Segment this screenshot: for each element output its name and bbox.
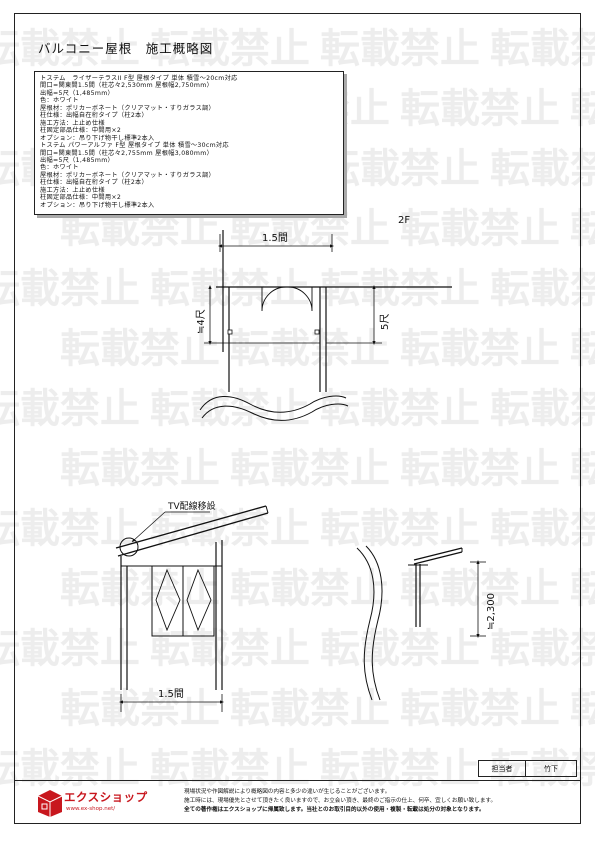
plan-width-label: 1.5間	[262, 232, 288, 244]
side-view: ≒2,300	[356, 545, 497, 701]
watermark-text: 転載禁止	[570, 326, 595, 372]
page-title: バルコニー屋根 施工概略図	[38, 41, 214, 56]
tv-relocation-label: TV配線移設	[167, 500, 216, 512]
watermark-text: 転載禁止	[150, 746, 310, 792]
floor-label: 2F	[398, 215, 410, 226]
spec-line: 屋根材：ポリカーボネート（クリアマット・すりガラス調）	[40, 171, 216, 179]
watermark-text: 転載禁止	[570, 686, 595, 732]
watermark-text: 転載禁止	[570, 206, 595, 252]
ex-shop-logo-icon	[37, 790, 63, 817]
signoff-label: 担当者	[479, 761, 526, 776]
spec-line: 色：ホワイト	[40, 97, 79, 105]
watermark-text: 転載禁止	[0, 266, 140, 312]
watermark-text: 転載禁止	[60, 446, 220, 492]
side-height-label: ≒2,300	[486, 593, 497, 630]
disclaimer-line: 現場状況や作図解説により概略図の内容と多少の違いが生じることがございます。	[184, 789, 391, 795]
spec-line: 出幅=5尺（1,485mm）	[40, 89, 115, 97]
watermark-text: 転載禁止	[570, 86, 595, 132]
watermark-text: 転載禁止	[400, 446, 560, 492]
spec-line: 屋根材：ポリカーボネート（クリアマット・すりガラス調）	[40, 104, 216, 112]
sheet-border	[14, 13, 581, 824]
watermark-text: 転載禁止	[490, 626, 595, 672]
watermark-text: 転載禁止	[490, 26, 595, 72]
spec-line: 柱仕様：出幅自在桁タイプ（柱2本）	[40, 179, 149, 187]
watermark-text: 転載禁止	[490, 746, 595, 792]
plan-depth-left-label: ≒4尺	[195, 309, 207, 334]
watermark-text: 転載禁止	[0, 626, 140, 672]
watermark-text: 転載禁止	[230, 566, 390, 612]
spec-line: 間口=関東間1.5間（柱芯々2,530mm 屋根幅2,750mm）	[40, 82, 214, 90]
watermark-text: 転載禁止	[320, 26, 480, 72]
spec-line: トステム ライザーテラスII F型 屋根タイプ 単体 積雪～20cm対応	[40, 75, 238, 82]
spec-line: 柱固定部品仕様：中間用×2	[40, 127, 122, 135]
spec-line: トステム パワーアルファ F型 屋根タイプ 単体 積雪～30cm対応	[40, 142, 229, 150]
spec-line: オプション：吊り下げ物干し標準2本入	[40, 134, 155, 142]
watermark-text: 転載禁止	[0, 26, 140, 72]
watermark-text: 転載禁止	[490, 386, 595, 432]
watermark-text: 転載禁止	[320, 386, 480, 432]
spec-line: 施工方法：上止め仕様	[40, 186, 105, 194]
spec-line: 色：ホワイト	[40, 164, 79, 172]
brand-url: www.ex-shop.net/	[66, 806, 116, 812]
watermark-text: 転載禁止	[320, 146, 480, 192]
watermark-text: 転載禁止	[230, 446, 390, 492]
disclaimer-line: 施工時には、現場優先とさせて頂きたく良いますので、お立会い頂き、最終のご指示の仕…	[184, 798, 497, 804]
plan-depth-right-label: 5尺	[379, 314, 391, 330]
spec-line: 出幅=5尺（1,485mm）	[40, 156, 115, 164]
footer-divider	[14, 780, 581, 781]
spec-box: トステム ライザーテラスII F型 屋根タイプ 単体 積雪～20cm対応 間口=…	[34, 71, 344, 215]
watermark-text: 転載禁止	[490, 506, 595, 552]
elevation-width-label: 1.5間	[158, 688, 184, 700]
watermark-text: 転載禁止	[400, 206, 560, 252]
watermark-text: 転載禁止	[320, 746, 480, 792]
watermark-text: 転載禁止	[0, 386, 140, 432]
watermark-text: 転載禁止	[150, 626, 310, 672]
watermark-text: 転載禁止	[150, 506, 310, 552]
watermark-text: 転載禁止	[60, 326, 220, 372]
watermark-text: 転載禁止	[60, 686, 220, 732]
watermark-text: 転載禁止	[400, 566, 560, 612]
spec-line: 柱仕様：出幅自在桁タイプ（柱2本）	[40, 112, 149, 120]
watermark-text: 転載禁止	[400, 86, 560, 132]
disclaimer: 現場状況や作図解説により概略図の内容と多少の違いが生じることがございます。 施工…	[184, 788, 576, 815]
watermark-text: 転載禁止	[60, 566, 220, 612]
brand-name: エクスショップ	[64, 790, 148, 804]
watermark-text: 転載禁止	[400, 326, 560, 372]
signoff-box: 担当者 竹下	[478, 760, 577, 777]
watermark-text: 転載禁止	[230, 326, 390, 372]
watermark-text: 転載禁止	[400, 686, 560, 732]
spec-line: オプション：吊り下げ物干し標準2本入	[40, 201, 155, 209]
watermark-text: 転載禁止	[570, 446, 595, 492]
watermark-text: 転載禁止	[150, 386, 310, 432]
watermark-text: 転載禁止	[490, 146, 595, 192]
signoff-name: 竹下	[544, 764, 558, 773]
watermark-text: 転載禁止	[150, 26, 310, 72]
spec-line: 柱固定部品仕様：中間用×2	[40, 194, 122, 202]
watermark-text: 転載禁止	[230, 686, 390, 732]
watermark-text: 転載禁止	[0, 746, 140, 792]
spec-line: 施工方法：上止め仕様	[40, 119, 105, 127]
elevation-view: TV配線移設 1.5間	[115, 500, 269, 712]
watermark-text: 転載禁止	[320, 626, 480, 672]
watermark-text: 転載禁止	[490, 266, 595, 312]
watermark-text: 転載禁止	[0, 506, 140, 552]
watermark-text: 転載禁止	[150, 266, 310, 312]
watermark-text: 転載禁止	[320, 506, 480, 552]
disclaimer-line: 全ての著作権はエクスショップに帰属致します。当社とのお取引目的以外の使用・複製・…	[184, 807, 485, 813]
watermark-text: 転載禁止	[570, 566, 595, 612]
watermark-text: 転載禁止	[320, 266, 480, 312]
plan-view: 2F 1.5間 ≒4尺 5尺	[195, 215, 452, 421]
spec-line: 間口=関東間1.5間（柱芯々2,755mm 屋根幅3,080mm）	[40, 149, 214, 157]
